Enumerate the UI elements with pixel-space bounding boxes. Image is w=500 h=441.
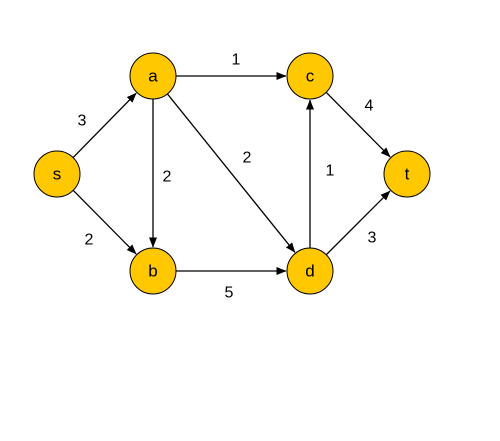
edge-weight-d-c: 1 (326, 163, 335, 180)
node-s: s (33, 150, 81, 198)
node-label-t: t (405, 165, 410, 184)
edge-s-b (72, 189, 137, 255)
edges-layer (72, 72, 391, 275)
edge-weight-b-d: 5 (225, 285, 234, 302)
edge-s-a (72, 92, 137, 159)
node-c: c (286, 52, 334, 100)
edge-weight-a-b: 2 (163, 169, 172, 186)
node-d: d (286, 247, 334, 295)
edge-weight-s-a: 3 (78, 113, 87, 130)
edge-weights-layer: 3 2 1 2 2 5 1 4 3 (78, 52, 377, 302)
edge-weight-a-c: 1 (232, 52, 241, 69)
edge-weight-s-b: 2 (85, 232, 94, 249)
edge-weight-a-d: 2 (243, 150, 252, 167)
node-circle-c (286, 52, 334, 100)
node-t: t (383, 150, 431, 198)
edge-weight-c-t: 4 (365, 98, 374, 115)
node-circle-b (129, 247, 177, 295)
node-label-c: c (306, 67, 315, 86)
nodes-layer: s a b c d t (33, 52, 431, 295)
node-label-b: b (148, 262, 157, 281)
edge-weight-d-t: 3 (368, 230, 377, 247)
node-label-d: d (305, 262, 314, 281)
node-label-a: a (148, 67, 158, 86)
node-circle-a (129, 52, 177, 100)
node-a: a (129, 52, 177, 100)
node-circle-d (286, 247, 334, 295)
edge-a-d (166, 93, 296, 253)
node-circle-t (383, 150, 431, 198)
node-circle-s (33, 150, 81, 198)
edge-c-t (325, 91, 391, 158)
node-label-s: s (53, 165, 62, 184)
node-b: b (129, 247, 177, 295)
edge-d-t (325, 190, 391, 256)
